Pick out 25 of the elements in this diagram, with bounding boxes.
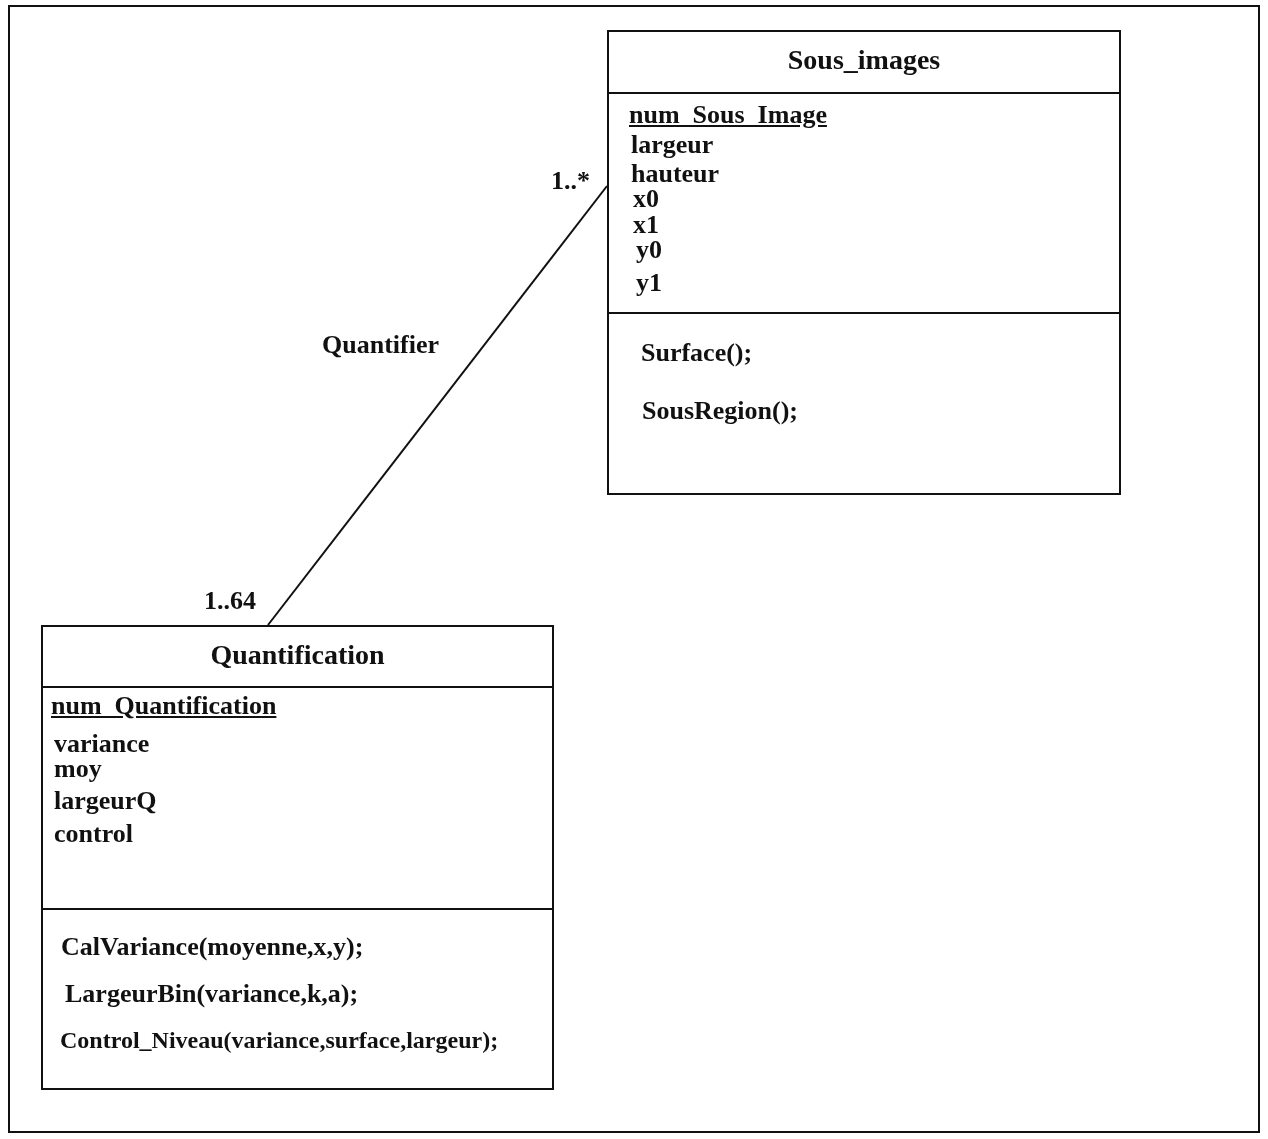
multiplicity-label: 1..* <box>551 168 590 194</box>
multiplicity-label: 1..64 <box>204 588 256 614</box>
attribute-text: hauteur <box>631 160 720 187</box>
method-text: LargeurBin(variance,k,a); <box>65 980 359 1007</box>
attribute-text: moy <box>54 755 102 782</box>
attribute-text: variance <box>54 730 150 757</box>
class-box <box>607 30 1121 495</box>
attribute-text: y1 <box>636 269 662 296</box>
class-box <box>41 625 554 1090</box>
attribute-text: largeurQ <box>54 787 157 814</box>
key-attribute: num_Quantification <box>51 692 277 719</box>
attribute-text: x1 <box>633 211 659 238</box>
attribute-text: control <box>54 820 133 847</box>
edge-label: Quantifier <box>322 332 439 358</box>
class-name: Quantification <box>209 640 386 669</box>
class-name: Sous_images <box>786 45 942 74</box>
key-attribute: num_Sous_Image <box>629 101 827 128</box>
association-line <box>267 185 608 626</box>
method-text: CalVariance(moyenne,x,y); <box>61 933 364 960</box>
method-text: SousRegion(); <box>642 397 798 424</box>
method-text: Control_Niveau(variance,surface,largeur); <box>60 1027 499 1052</box>
method-text: Surface(); <box>641 339 753 366</box>
attribute-text: x0 <box>633 185 659 212</box>
attribute-text: largeur <box>631 131 714 158</box>
attribute-text: y0 <box>636 236 662 263</box>
